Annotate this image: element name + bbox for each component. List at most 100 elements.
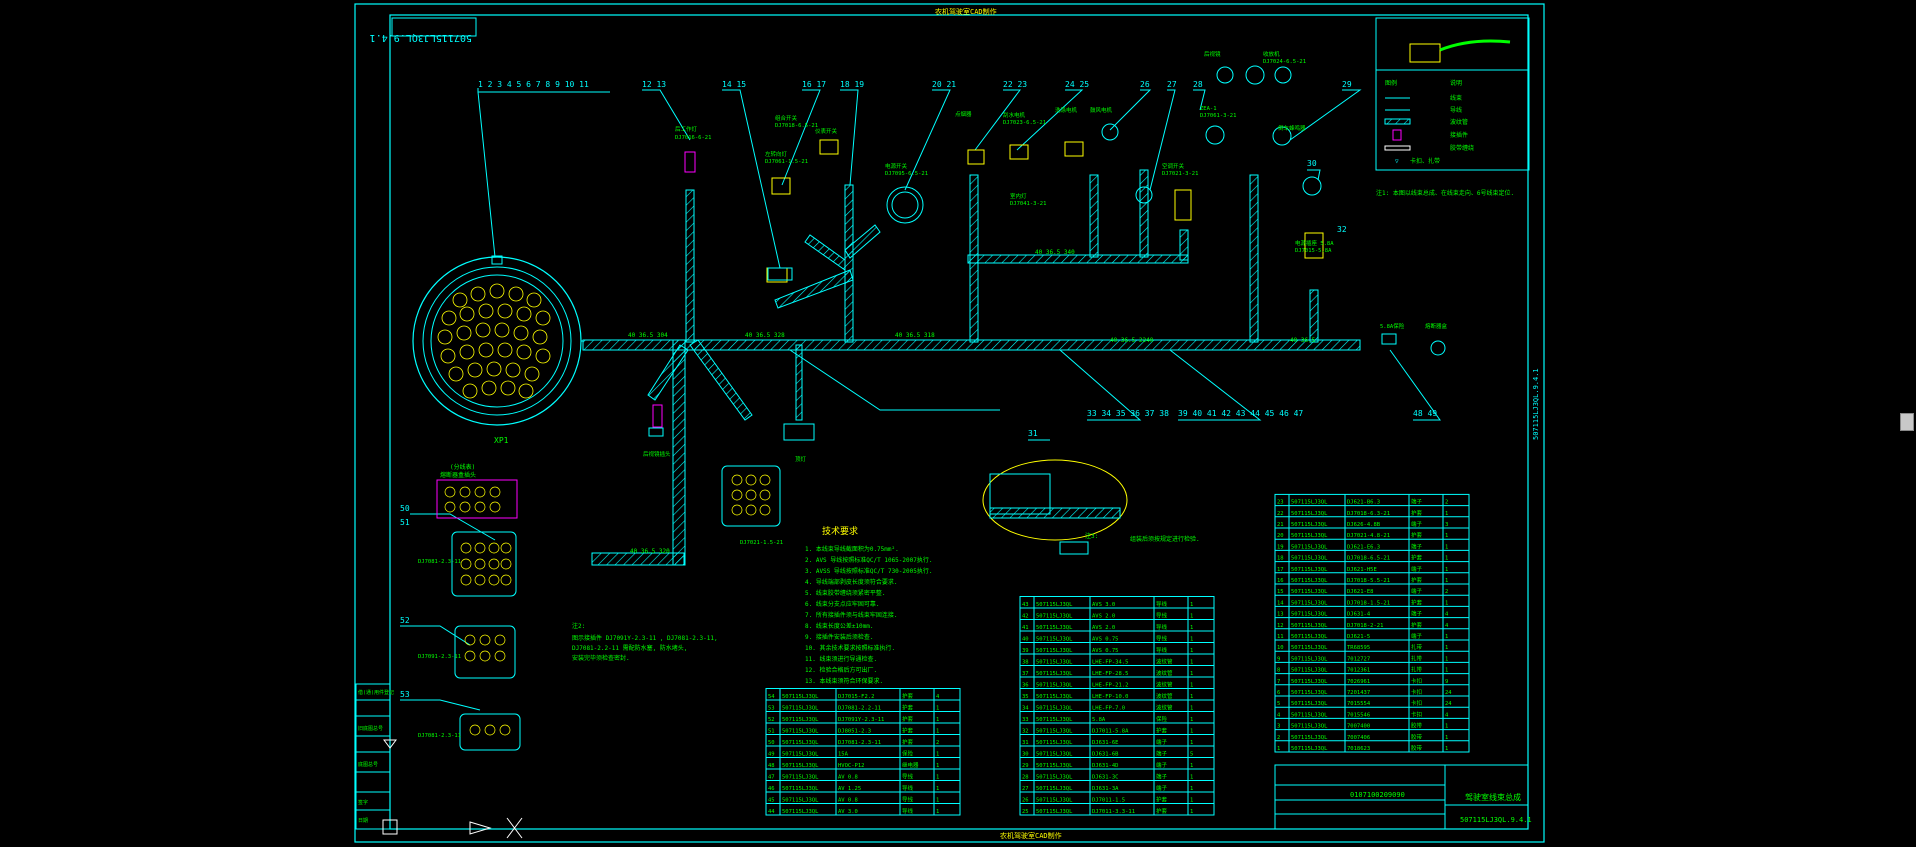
svg-text:40 36.5 340: 40 36.5 340 <box>1035 249 1075 256</box>
table-cell: 507115LJ3QL <box>782 717 819 723</box>
table-cell: 1 <box>1445 533 1448 539</box>
table-cell: AV 0.8 <box>838 798 858 804</box>
left-title-block: 借(通)用件登记 旧底图总号 底图总号 签字 日期 <box>355 683 394 830</box>
table-cell: 1 <box>936 798 939 804</box>
svg-text:注2:: 注2: <box>572 622 585 630</box>
table-cell: 扎带 <box>1411 654 1423 662</box>
table-cell: DJ7011-5.8A <box>1092 729 1129 735</box>
table-cell: 507115LJ3QL <box>1036 786 1073 792</box>
svg-text:8. 线束长度公差±10mm.: 8. 线束长度公差±10mm. <box>805 622 874 630</box>
table-cell: 17 <box>1277 567 1284 573</box>
table-cell: DJ7018-2-21 <box>1347 623 1383 629</box>
svg-text:40 36.5 328: 40 36.5 328 <box>745 332 785 339</box>
svg-text:DJ7081-2.3-11: DJ7081-2.3-11 <box>418 559 461 565</box>
table-cell: 507115LJ3QL <box>1036 706 1073 712</box>
num-group: 12 13 <box>642 80 666 89</box>
table-cell: 32 <box>1022 729 1029 735</box>
table-cell: 端子 <box>1156 738 1168 746</box>
table-cell: 4 <box>936 694 940 700</box>
table-cell: 507115LJ3QL <box>1291 567 1328 573</box>
svg-text:DJ7091-2.3-11: DJ7091-2.3-11 <box>418 654 461 660</box>
table-cell: 胶带 <box>1411 722 1423 730</box>
table-cell: 40 <box>1022 637 1029 643</box>
table-cell: 5 <box>1277 701 1280 707</box>
table-cell: 端子 <box>1411 498 1423 506</box>
svg-text:ZEA-1: ZEA-1 <box>1200 106 1217 112</box>
num-group: 30 <box>1307 159 1317 168</box>
table-cell: 护套 <box>1156 807 1168 815</box>
svg-text:仪表开关: 仪表开关 <box>815 127 838 135</box>
svg-text:鼓风电机: 鼓风电机 <box>1090 106 1113 114</box>
table-cell: 7012727 <box>1347 656 1370 662</box>
svg-text:DJ7015-5.8A: DJ7015-5.8A <box>1295 248 1332 254</box>
table-cell: 44 <box>768 809 775 815</box>
table-cell: 507115LJ3QL <box>1291 589 1328 595</box>
svg-text:胶带缠绕: 胶带缠绕 <box>1450 144 1474 152</box>
table-cell: DJ7015-F2.2 <box>838 694 874 700</box>
component-connectors[interactable] <box>436 65 1446 751</box>
main-round-connector[interactable] <box>412 255 583 426</box>
table-cell: DJ8051-2.3 <box>838 729 871 735</box>
table-cell: 端子 <box>1411 565 1423 573</box>
detail-ellipse <box>982 459 1128 555</box>
table-cell: 24 <box>1445 690 1452 696</box>
table-cell: 42 <box>1022 614 1029 620</box>
table-cell: 507115LJ3QL <box>782 763 819 769</box>
table-cell: 1 <box>1190 717 1193 723</box>
table-cell: AV 0.8 <box>838 775 858 781</box>
table-cell: DJ621-E8 <box>1347 589 1374 595</box>
table-cell: 1 <box>936 786 939 792</box>
table-cell: 4 <box>1277 712 1281 718</box>
table-cell: 1 <box>1445 645 1448 651</box>
table-cell: 47 <box>768 775 775 781</box>
table-cell: DJ631-4 <box>1347 612 1371 618</box>
table-cell: 护套 <box>1156 727 1168 735</box>
table-cell: 31 <box>1022 740 1029 746</box>
svg-text:顶灯: 顶灯 <box>795 455 807 463</box>
bottom-title: 农机驾驶室CAD制作 <box>1000 831 1062 840</box>
table-cell: 4 <box>1445 623 1449 629</box>
table-cell: 扎带 <box>1411 643 1423 651</box>
scrollbar-thumb[interactable] <box>1900 413 1914 431</box>
table-cell: 保险 <box>1156 715 1168 723</box>
table-cell: LHE-FP-10.0 <box>1092 694 1128 700</box>
svg-text:7. 所有接插件须与线束牢固连接.: 7. 所有接插件须与线束牢固连接. <box>805 611 897 619</box>
table-cell: 护套 <box>1411 576 1423 584</box>
ucs-icon[interactable] <box>382 739 523 839</box>
table-cell: DJ621-H5E <box>1347 567 1377 573</box>
svg-text:卡扣、扎带: 卡扣、扎带 <box>1410 157 1440 165</box>
svg-text:图例: 图例 <box>1385 79 1397 87</box>
svg-text:5.8A保险: 5.8A保险 <box>1380 322 1405 330</box>
table-cell: 507115LJ3QL <box>1291 556 1328 562</box>
table-cell: LHE-FP-7.0 <box>1092 706 1125 712</box>
svg-text:10. 其余技术要求按照标准执行.: 10. 其余技术要求按照标准执行. <box>805 644 895 652</box>
svg-text:说明: 说明 <box>1450 79 1462 87</box>
table-cell: 507115LJ3QL <box>1036 717 1073 723</box>
sub-code: 0107100209090 <box>1350 791 1405 799</box>
table-cell: 22 <box>1277 511 1284 517</box>
table-cell: 7026961 <box>1347 679 1370 685</box>
table-cell: 端子 <box>1411 610 1423 618</box>
svg-text:DJ7021-3-21: DJ7021-3-21 <box>1162 171 1198 177</box>
svg-text:后工作灯: 后工作灯 <box>675 125 698 133</box>
table-cell: 7012361 <box>1347 668 1370 674</box>
table-cell: 4 <box>1445 712 1449 718</box>
table-cell: AVS 2.0 <box>1092 625 1115 631</box>
doc-code-box <box>391 17 477 37</box>
table-cell: 2 <box>1445 500 1448 506</box>
table-cell: 1 <box>1445 544 1448 550</box>
table-cell: 23 <box>1277 500 1284 506</box>
table-cell: DJ621-B6.3 <box>1347 500 1380 506</box>
table-cell: 端子 <box>1156 773 1168 781</box>
table-cell: 28 <box>1022 775 1029 781</box>
table-cell: 导线 <box>902 796 914 804</box>
svg-text:底图总号: 底图总号 <box>358 761 378 768</box>
table-cell: 29 <box>1022 763 1029 769</box>
table-cell: 8 <box>1277 668 1280 674</box>
table-cell: 507115LJ3QL <box>1291 623 1328 629</box>
table-cell: 507115LJ3QL <box>1036 694 1073 700</box>
table-cell: 1 <box>1190 729 1193 735</box>
table-cell: 1 <box>1445 578 1448 584</box>
table-cell: 7007406 <box>1347 735 1370 741</box>
